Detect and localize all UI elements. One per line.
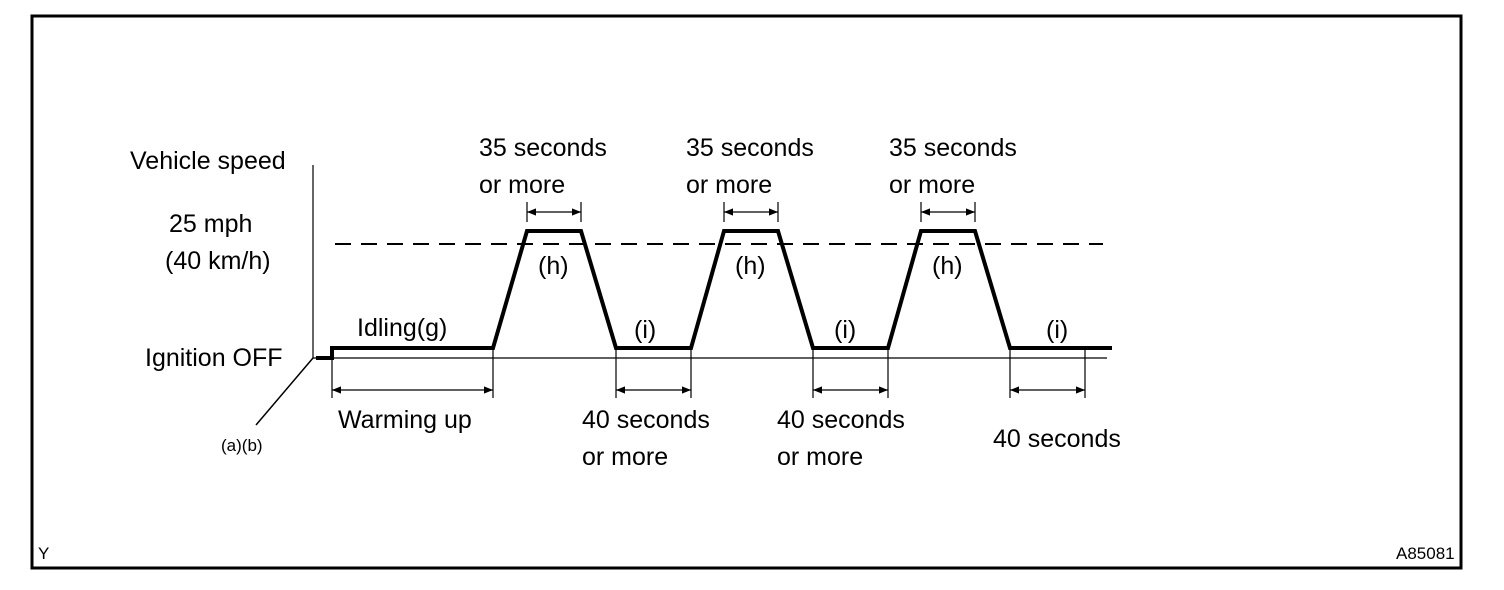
figure-id: A85081 bbox=[1396, 544, 1455, 563]
low-duration-label: or more bbox=[582, 443, 668, 471]
phase-i-label: (i) bbox=[1046, 316, 1068, 344]
high-duration-label: 35 seconds bbox=[479, 134, 607, 162]
speed-profile-line bbox=[316, 229, 1112, 360]
high-duration-label: 35 seconds bbox=[889, 134, 1017, 162]
phase-h-label: (h) bbox=[538, 252, 569, 280]
low-duration-label: or more bbox=[777, 443, 863, 471]
footer-code: Y bbox=[38, 544, 49, 563]
y-axis-title: Vehicle speed bbox=[130, 147, 286, 175]
speed-label-kmh: (40 km/h) bbox=[165, 247, 271, 275]
idling-label: Idling(g) bbox=[357, 314, 447, 342]
speed-label-mph: 25 mph bbox=[169, 210, 252, 238]
phase-h-label: (h) bbox=[932, 252, 963, 280]
phase-i-label: (i) bbox=[634, 316, 656, 344]
figure-border bbox=[30, 14, 1463, 570]
start-marker-label: (a)(b) bbox=[221, 436, 263, 455]
warming-up-label: Warming up bbox=[338, 406, 472, 434]
high-duration-label: 35 seconds bbox=[686, 134, 814, 162]
high-duration-label: or more bbox=[889, 171, 975, 199]
low-duration-label: 40 seconds bbox=[777, 406, 905, 434]
phase-h-label: (h) bbox=[735, 252, 766, 280]
ignition-off-label: Ignition OFF bbox=[145, 344, 283, 372]
high-duration-label: or more bbox=[479, 171, 565, 199]
low-duration-label: 40 seconds bbox=[582, 406, 710, 434]
start-pointer-line bbox=[255, 357, 314, 426]
final-duration-label: 40 seconds bbox=[993, 425, 1121, 453]
phase-i-label: (i) bbox=[834, 316, 856, 344]
high-duration-label: or more bbox=[686, 171, 772, 199]
